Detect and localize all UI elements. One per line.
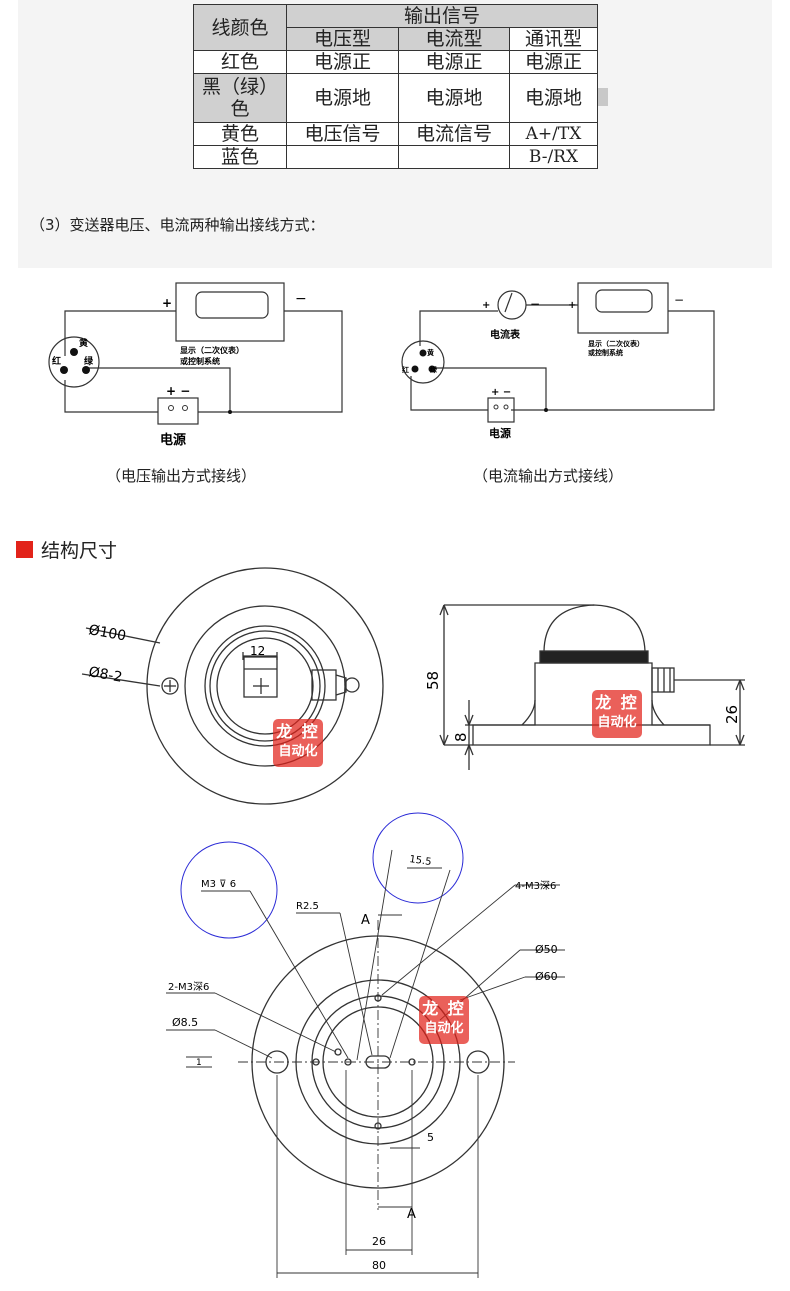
red-label: 红 bbox=[402, 365, 409, 374]
dim-2-m3: 2-M3深6 bbox=[168, 981, 209, 993]
stamp-line2: 自动化 bbox=[278, 744, 318, 759]
table-row: 黄色 电压信号 电流信号 A+/TX bbox=[193, 122, 598, 146]
ammeter-minus: − bbox=[530, 297, 540, 311]
watermark-stamp: 龙 控 自动化 bbox=[419, 996, 469, 1044]
power-label: 电源 bbox=[489, 426, 511, 440]
dim-80: 80 bbox=[372, 1259, 386, 1272]
cell-voltage: 电源地 bbox=[286, 73, 399, 123]
dim-5: 5 bbox=[427, 1131, 434, 1144]
cell-color: 蓝色 bbox=[193, 145, 287, 169]
signal-table: 线颜色 输出信号 电压型 电流型 通讯型 红色 电源正 电源正 电源正 黑（绿）… bbox=[193, 4, 598, 169]
table-row: 黑（绿）色 电源地 电源地 电源地 bbox=[193, 73, 598, 123]
dim-m3: M3 ⊽ 6 bbox=[201, 879, 236, 890]
display-minus: − bbox=[674, 293, 684, 307]
ammeter-plus: + bbox=[482, 300, 490, 311]
table-shadow bbox=[598, 88, 608, 106]
header-voltage: 电压型 bbox=[286, 27, 399, 51]
watermark-stamp: 龙 控 自动化 bbox=[273, 719, 323, 767]
green-label: 绿 bbox=[430, 365, 438, 374]
dim-4-m3: 4-M3深6 bbox=[515, 880, 556, 892]
dim-r2-5: R2.5 bbox=[296, 901, 319, 912]
caption-current: （电流输出方式接线） bbox=[473, 467, 624, 485]
watermark-stamp: 龙 控 自动化 bbox=[592, 690, 642, 738]
stamp-line1: 龙 控 bbox=[276, 722, 320, 741]
display-plus: + bbox=[568, 300, 576, 311]
cell-current: 电源地 bbox=[398, 73, 510, 123]
stamp-line2: 自动化 bbox=[597, 715, 637, 730]
stamp-line1: 龙 控 bbox=[595, 693, 639, 712]
green-label: 绿 bbox=[84, 355, 94, 367]
plus-label: + bbox=[162, 296, 172, 310]
dim-diameter-8-5: Ø8.5 bbox=[172, 1016, 198, 1029]
current-wiring-diagram: + − + − 电流表 黄 红 绿 显示（二次仪表） 或控制系统 + − 电源 bbox=[401, 282, 715, 440]
stamp-line1: 龙 控 bbox=[422, 999, 466, 1018]
stamp-line2: 自动化 bbox=[424, 1021, 464, 1036]
display-label-2: 或控制系统 bbox=[588, 348, 623, 357]
dim-15-5: 15.5 bbox=[409, 854, 433, 868]
display-label-2: 或控制系统 bbox=[180, 356, 220, 366]
dim-diameter-60: Ø60 bbox=[535, 970, 558, 983]
minus-label: − bbox=[295, 291, 307, 307]
section-marker bbox=[16, 541, 33, 558]
wiring-intro: （3）变送器电压、电流两种输出接线方式： bbox=[30, 216, 325, 234]
cell-current: 电源正 bbox=[398, 50, 510, 74]
dim-26: 26 bbox=[372, 1235, 386, 1248]
cell-comm: B-/RX bbox=[509, 145, 598, 169]
ammeter-label: 电流表 bbox=[490, 328, 521, 341]
dim-diameter-8-2: Ø8-2 bbox=[87, 664, 123, 686]
yellow-label: 黄 bbox=[427, 348, 434, 357]
power-plusminus: + − bbox=[491, 387, 511, 398]
cell-comm: 电源地 bbox=[509, 73, 598, 123]
section-title: 结构尺寸 bbox=[41, 540, 118, 562]
section-a-top: A bbox=[361, 913, 370, 928]
caption-voltage: （电压输出方式接线） bbox=[106, 467, 257, 485]
dim-width-12: 12 bbox=[250, 644, 265, 658]
dim-height-26: 26 bbox=[723, 705, 741, 724]
cell-voltage bbox=[286, 145, 399, 169]
cell-comm: 电源正 bbox=[509, 50, 598, 74]
yellow-label: 黄 bbox=[79, 337, 88, 349]
detail-circle-right bbox=[372, 812, 464, 904]
voltage-wiring-diagram: + − 黄 红 绿 显示（二次仪表） 或控制系统 + − 电源 bbox=[48, 282, 343, 448]
detail-circle-left bbox=[180, 841, 278, 939]
dim-height-8: 8 bbox=[452, 732, 470, 742]
header-current: 电流型 bbox=[398, 27, 510, 51]
dim-diameter-100: Ø100 bbox=[87, 622, 127, 644]
power-plusminus: + − bbox=[166, 384, 190, 398]
dim-height-58: 58 bbox=[424, 671, 442, 690]
display-box bbox=[577, 282, 669, 334]
cell-comm: A+/TX bbox=[509, 122, 598, 146]
header-wire-color: 线颜色 bbox=[193, 4, 287, 51]
cell-color: 黑（绿）色 bbox=[193, 73, 287, 123]
red-label: 红 bbox=[52, 355, 61, 367]
dim-diameter-50: Ø50 bbox=[535, 943, 558, 956]
display-label-1: 显示（二次仪表） bbox=[588, 339, 644, 348]
power-label: 电源 bbox=[160, 432, 186, 448]
display-label-1: 显示（二次仪表） bbox=[180, 345, 244, 355]
dim-1: 1 bbox=[196, 1058, 202, 1068]
table-row: 蓝色 B-/RX bbox=[193, 145, 598, 169]
section-heading: 结构尺寸 bbox=[16, 536, 117, 563]
section-a-bottom: A bbox=[407, 1207, 416, 1222]
display-box bbox=[175, 282, 285, 342]
